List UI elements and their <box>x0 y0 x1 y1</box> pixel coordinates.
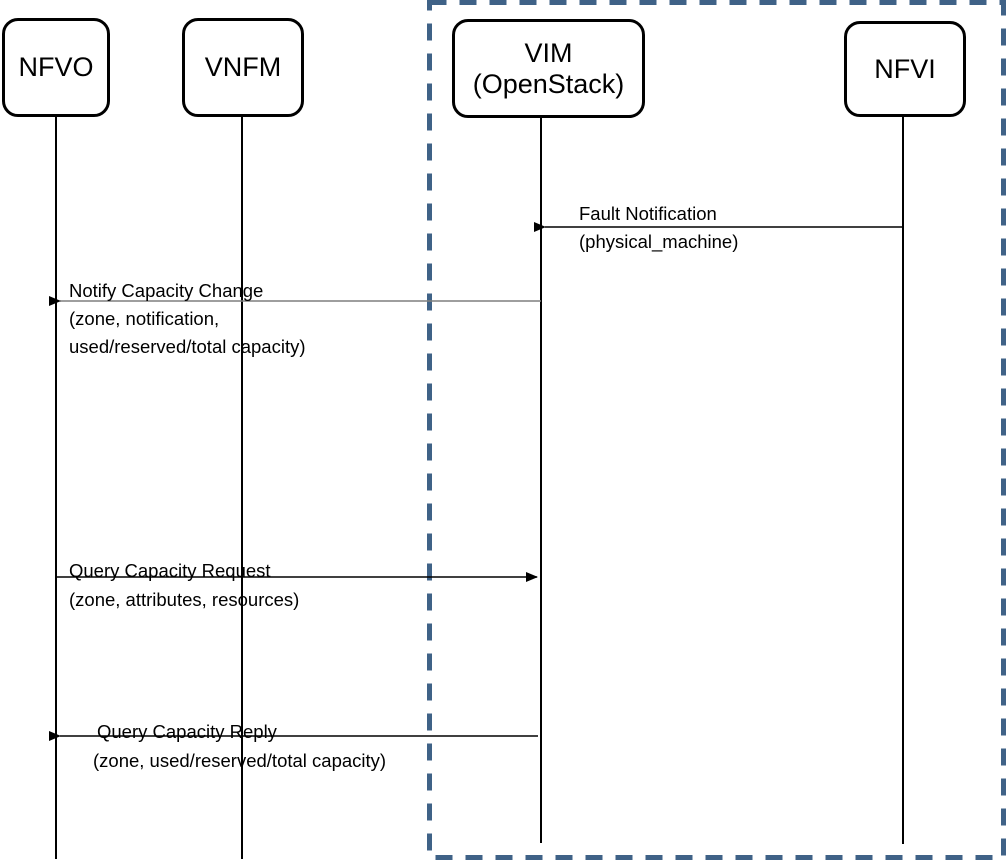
participant-box-vnfm[interactable]: VNFM <box>182 18 304 117</box>
participant-sublabel-vim-openstack: (OpenStack) <box>472 68 625 99</box>
message-label-query-capacity-request-line1: Query Capacity Request <box>69 560 271 581</box>
message-label-notify-capacity-change-line2: (zone, notification, <box>69 308 220 329</box>
participant-box-nfvi[interactable]: NFVI <box>844 21 966 117</box>
message-label-notify-capacity-change-line3: used/reserved/total capacity) <box>69 336 306 357</box>
participant-box-nfvo[interactable]: NFVO <box>2 18 110 117</box>
participant-label-vim: VIM <box>524 38 573 69</box>
participant-box-vim[interactable]: VIM (OpenStack) <box>452 19 645 118</box>
message-label-fault-notification-line2: (physical_machine) <box>579 231 739 252</box>
participant-label-nfvo: NFVO <box>18 52 94 83</box>
message-label-notify-capacity-change-line1: Notify Capacity Change <box>69 280 264 301</box>
message-label-query-capacity-reply-line2: (zone, used/reserved/total capacity) <box>93 750 387 771</box>
message-label-query-capacity-reply-line1: Query Capacity Reply <box>97 721 277 742</box>
boundary-dashed-region <box>427 0 1006 860</box>
message-label-query-capacity-request-line2: (zone, attributes, resources) <box>69 589 300 610</box>
participant-label-nfvi: NFVI <box>874 53 936 84</box>
message-label-fault-notification-line1: Fault Notification <box>579 203 717 224</box>
participant-label-vnfm: VNFM <box>204 52 282 83</box>
